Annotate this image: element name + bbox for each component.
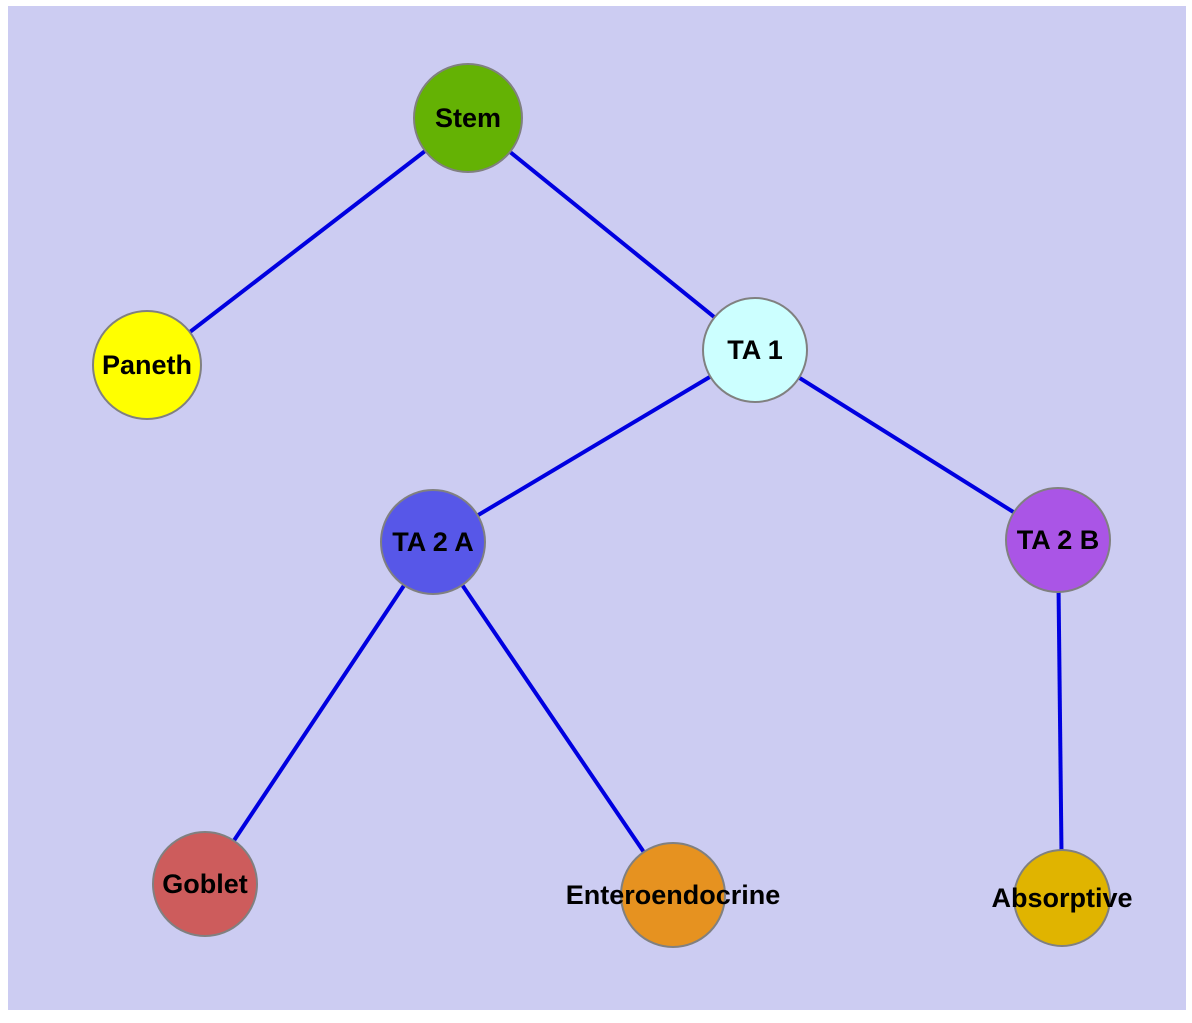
node-circle-paneth[interactable] — [92, 310, 202, 420]
edge-stem-paneth — [145, 116, 470, 367]
node-paneth[interactable]: Paneth — [92, 310, 202, 420]
edge-ta2a-enteroendocrine — [431, 540, 675, 897]
node-circle-ta2b[interactable] — [1005, 487, 1111, 593]
node-ta2b[interactable]: TA 2 B — [1005, 487, 1111, 593]
edge-stem-ta1 — [466, 116, 757, 352]
edge-ta1-ta2b — [753, 348, 1060, 542]
node-circle-goblet[interactable] — [152, 831, 258, 937]
node-ta2a[interactable]: TA 2 A — [380, 489, 486, 595]
edge-ta2a-goblet — [203, 540, 435, 886]
node-goblet[interactable]: Goblet — [152, 831, 258, 937]
node-circle-stem[interactable] — [413, 63, 523, 173]
edge-ta1-ta2a — [431, 348, 757, 544]
edge-ta2b-absorptive — [1056, 539, 1064, 899]
node-stem[interactable]: Stem — [413, 63, 523, 173]
node-ta1[interactable]: TA 1 — [702, 297, 808, 403]
node-circle-absorptive[interactable] — [1013, 849, 1111, 947]
node-circle-enteroendocrine[interactable] — [620, 842, 726, 948]
edge-layer — [145, 116, 1064, 899]
node-circle-ta1[interactable] — [702, 297, 808, 403]
node-circle-ta2a[interactable] — [380, 489, 486, 595]
